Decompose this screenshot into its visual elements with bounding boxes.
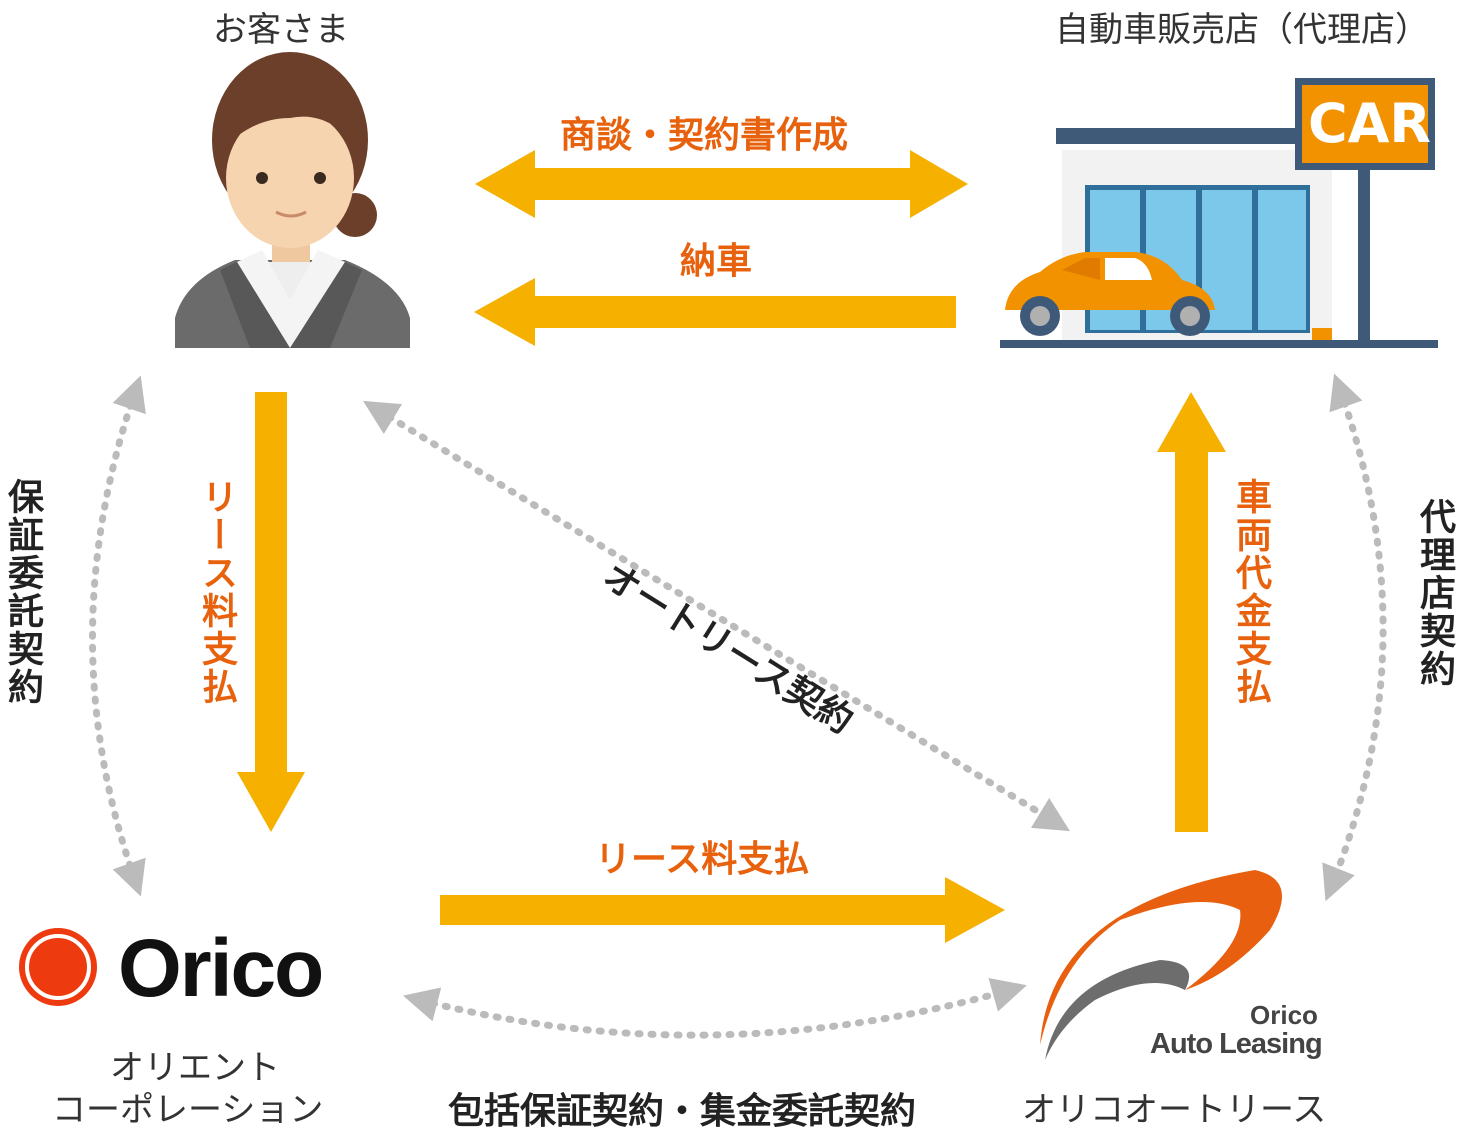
vehicle-payment-up-arrow: [1157, 392, 1226, 832]
agency-contract-dotted-arrow: [1322, 373, 1387, 902]
lease-payment-orico-label: リース料支払: [595, 839, 810, 880]
lease-payment-customer-label: リース料支払: [196, 478, 237, 706]
orico-wordmark: Orico: [118, 923, 324, 1014]
negotiation-label: 商談・契約書作成: [560, 115, 849, 156]
lease-payment-down-arrow: [237, 392, 305, 832]
dealer-label: 自動車販売店（代理店）: [1055, 10, 1429, 50]
comprehensive-contract-label: 包括保証契約・集金委託契約: [448, 1091, 917, 1132]
vehicle-payment-label: 車両代金支払: [1230, 478, 1271, 706]
customer-illustration: [175, 52, 410, 348]
leasing-company-label: オリコオートリース: [1022, 1090, 1327, 1130]
comprehensive-contract-dotted-arrow: [403, 977, 1027, 1039]
customer-label: お客さま: [213, 10, 349, 50]
lease-payment-right-arrow: [440, 877, 1005, 943]
negotiation-double-arrow: [475, 150, 968, 218]
dealer-store-illustration: [1000, 78, 1438, 348]
auto-lease-contract-dotted-arrow: [363, 400, 1070, 832]
delivery-label: 納車: [680, 241, 753, 282]
leasing-logo-line2: Auto Leasing: [1150, 1028, 1323, 1060]
leasing-logo-line1: Orico: [1250, 1000, 1318, 1030]
guarantee-contract-label: 保証委託契約: [2, 478, 43, 706]
orico-auto-leasing-logo-mark: [1040, 870, 1282, 1060]
agency-contract-label: 代理店契約: [1414, 498, 1455, 688]
orico-logo-mark: [19, 928, 97, 1006]
orico-company-line2: コーポレーション: [52, 1090, 324, 1130]
delivery-arrow: [474, 278, 956, 346]
orico-company-line1: オリエント: [110, 1048, 280, 1088]
guarantee-contract-dotted-arrow: [89, 375, 146, 897]
car-sign-text: CAR: [1308, 92, 1432, 155]
